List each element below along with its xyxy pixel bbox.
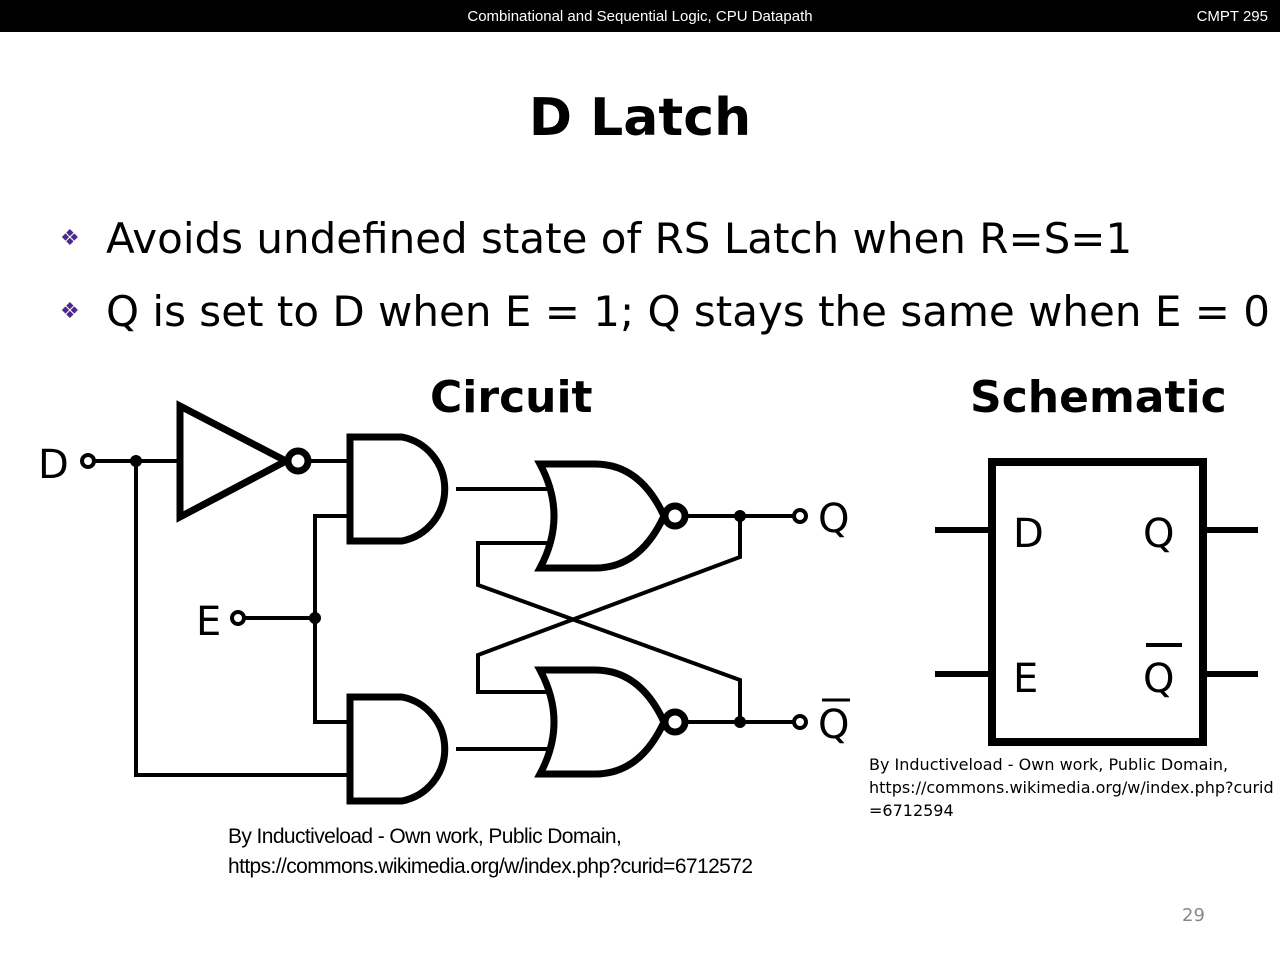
nor-gate-top — [534, 460, 668, 572]
schematic-diagram: D Q E Q — [935, 458, 1258, 746]
circuit-label-d: D — [38, 442, 69, 488]
credit-link[interactable]: https://commons.wikimedia.org/w/index.ph… — [869, 778, 1274, 820]
credit-line: By Inductiveload - Own work, Public Doma… — [869, 755, 1229, 774]
nor-bubble — [661, 502, 689, 530]
bullet-item: ❖ Avoids undefined state of RS Latch whe… — [60, 214, 1132, 263]
diamond-cluster-icon: ❖ — [60, 226, 80, 251]
slide-header: Combinational and Sequential Logic, CPU … — [0, 0, 1280, 32]
junction-dot — [734, 510, 746, 522]
bullet-text: Avoids undefined state of RS Latch when … — [106, 214, 1133, 263]
nor-bubble — [661, 708, 689, 736]
circuit-label-e: E — [196, 599, 221, 645]
slide-title: D Latch — [528, 88, 752, 148]
junction-dot — [130, 455, 142, 467]
q-bar-terminal — [792, 714, 808, 730]
schematic-label-d: D — [1013, 511, 1044, 557]
course-code: CMPT 295 — [1196, 8, 1268, 25]
page-number: 29 — [1182, 905, 1205, 926]
junction-dot — [309, 612, 321, 624]
and-gate-top — [346, 433, 449, 545]
inverter-bubble — [284, 447, 312, 475]
circuit-wires — [94, 459, 794, 777]
schematic-heading: Schematic — [970, 372, 1227, 423]
circuit-label-q-bar: Q — [818, 702, 849, 748]
junction-dot — [734, 716, 746, 728]
diamond-cluster-icon: ❖ — [60, 299, 80, 324]
d-terminal — [80, 453, 96, 469]
schematic-label-q-bar: Q — [1143, 656, 1174, 702]
not-gate — [176, 400, 294, 523]
circuit-heading: Circuit — [430, 372, 593, 423]
schematic-label-q: Q — [1143, 511, 1174, 557]
circuit-credit: By Inductiveload - Own work, Public Doma… — [228, 822, 753, 882]
bullet-item: ❖ Q is set to D when E = 1; Q stays the … — [60, 287, 1270, 336]
nor-gate-bottom — [534, 666, 668, 778]
bullet-text: Q is set to D when E = 1; Q stays the sa… — [106, 287, 1271, 336]
schematic-credit: By Inductiveload - Own work, Public Doma… — [869, 753, 1274, 822]
credit-link[interactable]: https://commons.wikimedia.org/w/index.ph… — [228, 855, 753, 878]
circuit-label-q: Q — [818, 496, 849, 542]
circuit-diagram: D E Q Q — [38, 400, 850, 805]
schematic-label-e: E — [1013, 656, 1038, 702]
latch-box — [988, 458, 1207, 746]
credit-line: By Inductiveload - Own work, Public Doma… — [228, 825, 622, 848]
course-topic: Combinational and Sequential Logic, CPU … — [467, 8, 813, 25]
e-terminal — [230, 610, 246, 626]
and-gate-bottom — [346, 693, 449, 805]
q-terminal — [792, 508, 808, 524]
